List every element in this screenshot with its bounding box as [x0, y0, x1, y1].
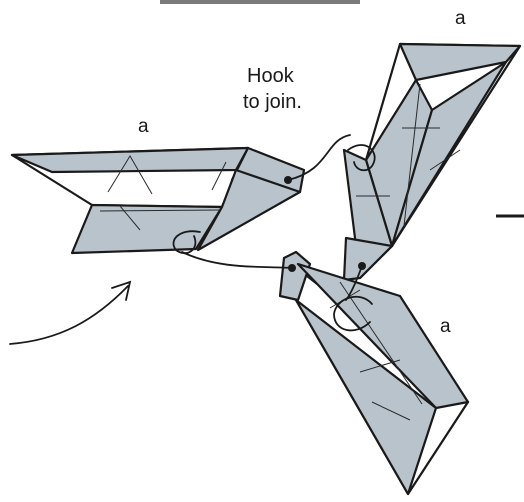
unit-label-left: a [138, 116, 149, 137]
instruction-line-1: Hook [247, 65, 295, 87]
unit-label-top-right: a [455, 8, 466, 29]
unit-left-top-flap [12, 148, 248, 172]
origami-unit-bottom-right [280, 252, 468, 494]
instruction-line-2: to join. [243, 91, 302, 113]
hook-line-left-to-bottom [182, 252, 292, 268]
rotation-arrow-curve [10, 286, 128, 344]
origami-unit-top-right [344, 44, 520, 280]
rotation-arrow [10, 282, 130, 344]
unit-top-right-tab [344, 238, 392, 280]
unit-label-bottom-right: a [440, 316, 451, 337]
rotation-arrow-head [112, 282, 130, 300]
origami-unit-left [12, 148, 304, 253]
cropped-heading-remnant [160, 0, 360, 4]
